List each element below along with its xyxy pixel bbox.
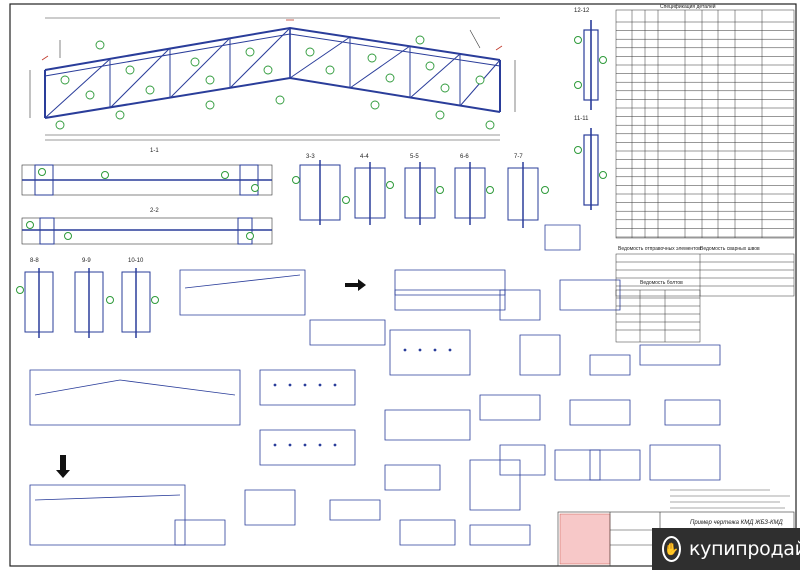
section-6-6: 6-6 [454, 154, 494, 225]
svg-text:8-8: 8-8 [30, 258, 39, 264]
stamp-title: Пример чертежа КМД [690, 520, 754, 526]
spec-table-rows [616, 21, 794, 238]
mass-table: Ведомость отправочных элементов Ведомост… [615, 246, 795, 297]
notes-block [670, 489, 790, 509]
svg-text:10-10: 10-10 [128, 258, 144, 264]
plate-details [29, 224, 721, 546]
section-label: 12-12 [574, 8, 590, 14]
spec-table-title: Спецификация деталей [660, 3, 716, 10]
section-8-8: 8-8 [16, 258, 54, 338]
svg-text:5-5: 5-5 [410, 154, 419, 160]
svg-text:Ведомость отправочных элементо: Ведомость отправочных элементов [618, 246, 701, 252]
section-1-1: 1-1 [21, 148, 273, 196]
section-7-7: 7-7 [507, 154, 549, 228]
svg-text:Ведомость болтов: Ведомость болтов [640, 280, 683, 286]
section-5-5: 5-5 [404, 154, 444, 225]
section-label: 11-11 [574, 116, 589, 122]
truss-red-marks [41, 19, 503, 61]
svg-text:Ведомость сварных швов: Ведомость сварных швов [700, 246, 760, 252]
section-11-11: 11-11 [574, 116, 607, 210]
svg-text:9-9: 9-9 [82, 258, 91, 264]
svg-text:1-1: 1-1 [150, 148, 159, 154]
svg-text:3-3: 3-3 [306, 154, 315, 160]
svg-text:7-7: 7-7 [514, 154, 523, 160]
truss-elevation [44, 26, 501, 119]
hand-icon: ✋ [662, 536, 681, 562]
watermark: ✋ купипродай [652, 528, 800, 570]
truss-dimensions [29, 17, 516, 141]
watermark-brand: купипродай [688, 538, 800, 560]
stamp-code: ЖБЗ-КМД [754, 520, 783, 526]
section-10-10: 10-10 [121, 258, 159, 338]
truss-part-markers [55, 35, 495, 130]
spec-table: Спецификация деталей [615, 3, 795, 239]
svg-text:4-4: 4-4 [360, 154, 369, 160]
svg-text:6-6: 6-6 [460, 154, 469, 160]
bolt-holes [273, 348, 452, 447]
section-2-2: 2-2 [21, 208, 273, 245]
section-4-4: 4-4 [354, 154, 394, 225]
bolts-table: Ведомость болтов [615, 280, 701, 343]
section-3-3: 3-3 [292, 154, 350, 225]
section-12-12: 12-12 [574, 8, 607, 110]
section-arrows [56, 279, 366, 478]
svg-text:2-2: 2-2 [150, 208, 159, 214]
section-9-9: 9-9 [74, 258, 114, 338]
sheet-frame [9, 3, 797, 567]
